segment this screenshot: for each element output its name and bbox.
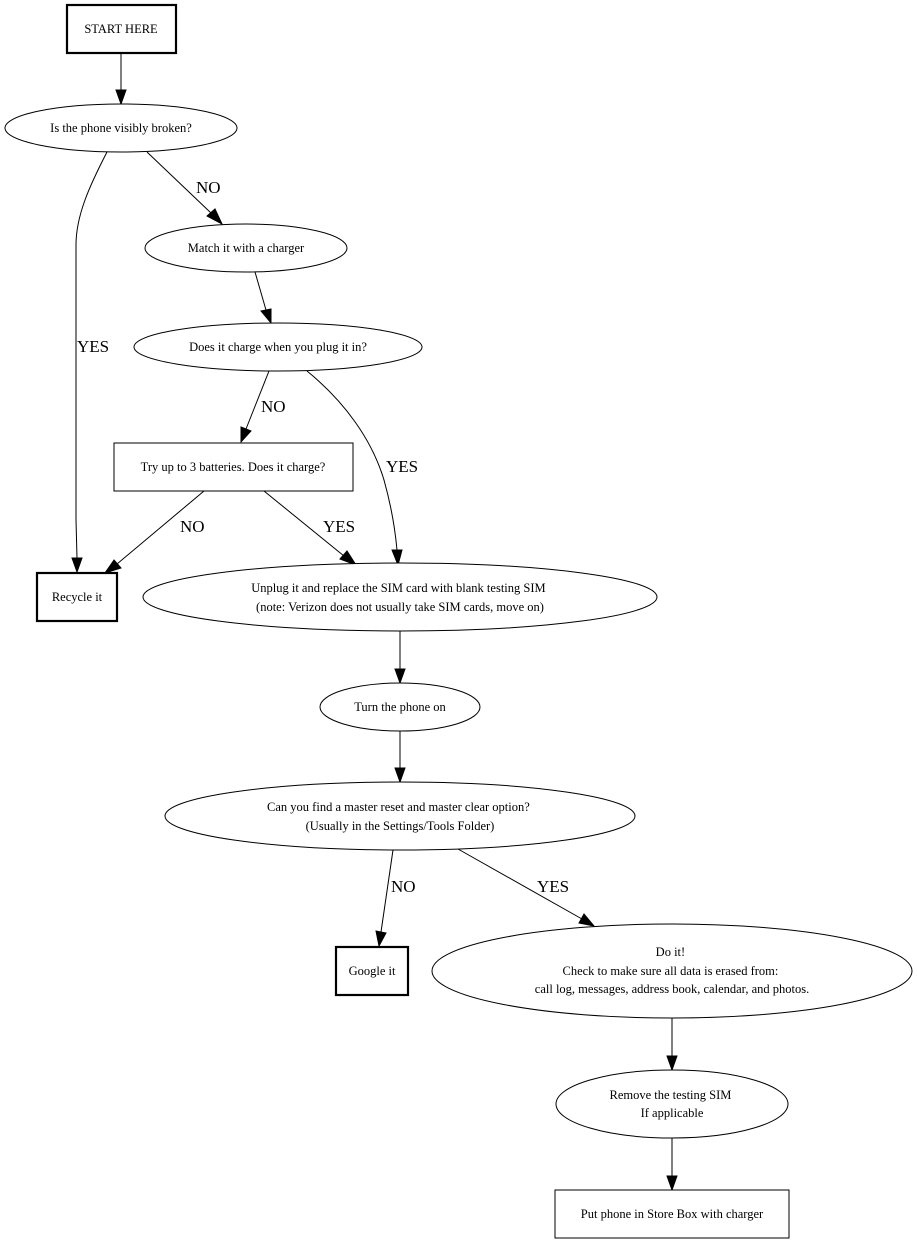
node-recycle-label: Recycle it xyxy=(52,590,103,604)
node-do-it-ellipse xyxy=(431,923,913,1019)
edges xyxy=(71,53,678,1192)
node-remove-sim: Remove the testing SIM If applicable xyxy=(555,1069,789,1139)
node-start-label: START HERE xyxy=(84,22,158,36)
edge-label-broken-no: NO xyxy=(196,178,221,197)
node-google-it-label: Google it xyxy=(349,964,396,978)
node-master-reset-line-2: (Usually in the Settings/Tools Folder) xyxy=(306,819,495,833)
edge-labels: NO YES NO YES NO YES NO YES xyxy=(77,178,569,896)
node-does-it-charge-ellipse xyxy=(133,322,423,372)
edge-label-charge-yes: YES xyxy=(386,457,418,476)
edge-label-reset-no: NO xyxy=(391,877,416,896)
node-match-charger-label: Match it with a charger xyxy=(188,241,305,255)
node-remove-sim-line-2: If applicable xyxy=(641,1106,704,1120)
node-try-batteries-label: Try up to 3 batteries. Does it charge? xyxy=(141,460,326,474)
edge-charger-to-charge xyxy=(254,271,272,325)
edge-reset-to-google xyxy=(375,849,394,948)
node-turn-phone-on-line-1: Turn the phone on xyxy=(354,700,446,714)
node-match-charger-ellipse xyxy=(144,223,348,273)
node-try-batteries: Try up to 3 batteries. Does it charge? xyxy=(113,442,354,492)
edge-batteries-to-sim xyxy=(263,490,358,566)
edge-reset-to-doit xyxy=(457,848,596,927)
node-store-box-label: Put phone in Store Box with charger xyxy=(581,1207,764,1221)
edge-label-broken-yes: YES xyxy=(77,337,109,356)
edge-label-batteries-no: NO xyxy=(180,517,205,536)
node-store-box-line-1: Put phone in Store Box with charger xyxy=(581,1207,764,1221)
edge-broken-to-charger xyxy=(146,151,224,226)
node-visibly-broken-label: Is the phone visibly broken? xyxy=(50,121,192,135)
node-turn-phone-on: Turn the phone on xyxy=(319,682,481,732)
edge-remove-sim-to-store xyxy=(666,1138,678,1192)
node-recycle-line-1: Recycle it xyxy=(52,590,103,604)
node-replace-sim-line-1: Unplug it and replace the SIM card with … xyxy=(251,581,545,595)
node-do-it-line-3: call log, messages, address book, calend… xyxy=(535,982,809,996)
node-turn-phone-on-label: Turn the phone on xyxy=(354,700,446,714)
node-google-it: Google it xyxy=(334,945,410,997)
node-master-reset-line-1: Can you find a master reset and master c… xyxy=(267,800,530,814)
node-visibly-broken-ellipse xyxy=(4,103,238,153)
node-turn-phone-on-ellipse xyxy=(319,682,481,732)
node-master-reset: Can you find a master reset and master c… xyxy=(164,781,636,851)
node-remove-sim-ellipse xyxy=(555,1069,789,1139)
node-store-box: Put phone in Store Box with charger xyxy=(554,1189,790,1239)
node-replace-sim-line-2: (note: Verizon does not usually take SIM… xyxy=(256,600,544,614)
nodes: START HERE Is the phone visibly broken? … xyxy=(4,3,913,1239)
node-does-it-charge-label: Does it charge when you plug it in? xyxy=(189,340,367,354)
node-replace-sim-ellipse xyxy=(142,562,658,632)
node-match-charger-line-1: Match it with a charger xyxy=(188,241,305,255)
node-master-reset-ellipse xyxy=(164,781,636,851)
node-start: START HERE xyxy=(65,3,178,55)
edge-broken-to-recycle xyxy=(71,151,108,574)
edge-charge-to-batteries xyxy=(240,370,270,444)
node-visibly-broken-line-1: Is the phone visibly broken? xyxy=(50,121,192,135)
edge-turn-on-to-reset xyxy=(394,730,406,784)
node-remove-sim-line-1: Remove the testing SIM xyxy=(610,1088,732,1102)
edge-label-reset-yes: YES xyxy=(537,877,569,896)
edge-start-to-broken xyxy=(115,53,127,106)
node-start-line-1: START HERE xyxy=(84,22,158,36)
node-recycle: Recycle it xyxy=(35,571,119,623)
node-start-box xyxy=(65,3,178,55)
node-store-box-rect xyxy=(554,1189,790,1239)
node-visibly-broken: Is the phone visibly broken? xyxy=(4,103,238,153)
node-google-it-box xyxy=(334,945,410,997)
edge-doit-to-remove-sim xyxy=(666,1018,678,1072)
node-match-charger: Match it with a charger xyxy=(144,223,348,273)
edge-sim-to-turn-on xyxy=(394,631,406,685)
node-does-it-charge-line-1: Does it charge when you plug it in? xyxy=(189,340,367,354)
node-do-it-line-1: Do it! xyxy=(656,945,686,959)
node-do-it: Do it! Check to make sure all data is er… xyxy=(431,923,913,1019)
node-do-it-label: Do it! Check to make sure all data is er… xyxy=(535,945,809,996)
node-remove-sim-label: Remove the testing SIM If applicable xyxy=(610,1088,735,1120)
node-does-it-charge: Does it charge when you plug it in? xyxy=(133,322,423,372)
node-try-batteries-line-1: Try up to 3 batteries. Does it charge? xyxy=(141,460,326,474)
edge-batteries-to-recycle xyxy=(103,490,205,574)
edge-label-batteries-yes: YES xyxy=(323,517,355,536)
node-master-reset-label: Can you find a master reset and master c… xyxy=(267,800,533,833)
node-google-it-line-1: Google it xyxy=(349,964,396,978)
edge-charge-to-sim xyxy=(306,370,403,567)
node-do-it-line-2: Check to make sure all data is erased fr… xyxy=(562,964,778,978)
node-recycle-box xyxy=(35,571,119,623)
node-try-batteries-box xyxy=(113,442,354,492)
edge-label-charge-no: NO xyxy=(261,397,286,416)
node-replace-sim-label: Unplug it and replace the SIM card with … xyxy=(251,581,549,614)
node-replace-sim: Unplug it and replace the SIM card with … xyxy=(142,562,658,632)
